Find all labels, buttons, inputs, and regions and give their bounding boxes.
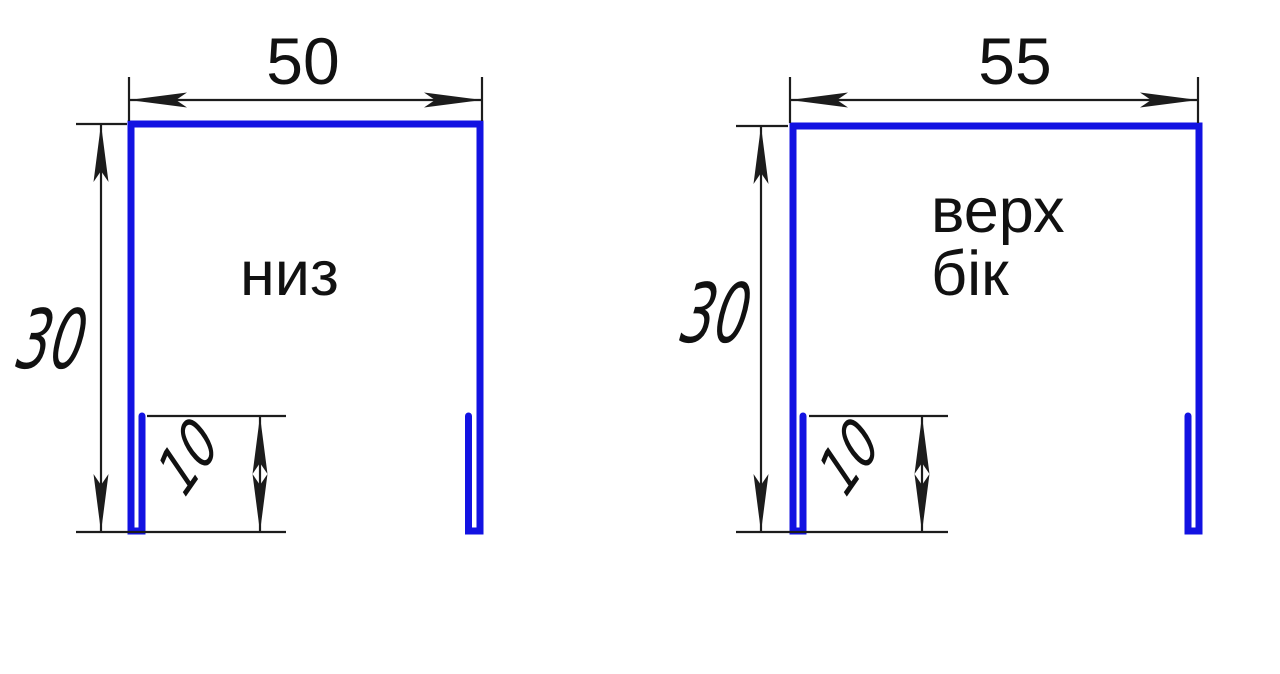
left-width-dimension-text: 50 bbox=[266, 24, 339, 98]
arrow-up-icon bbox=[93, 124, 109, 182]
left-lip-dimension-text: 10 bbox=[147, 405, 232, 510]
right-height-dimension-text: 30 bbox=[675, 268, 757, 362]
arrow-up-icon bbox=[914, 416, 930, 474]
right-lip-dimension: 10 bbox=[808, 405, 948, 532]
arrow-up-icon bbox=[753, 126, 769, 184]
right-drawing: 55 30 10 верх бік bbox=[675, 24, 1203, 535]
arrow-right-icon bbox=[424, 92, 482, 108]
left-height-dimension-text: 30 bbox=[11, 294, 93, 388]
right-width-dimension: 55 bbox=[788, 24, 1200, 123]
left-part-label: низ bbox=[240, 239, 339, 309]
right-height-dimension: 30 bbox=[675, 124, 948, 534]
arrow-down-icon bbox=[252, 474, 268, 532]
arrow-down-icon bbox=[914, 474, 930, 532]
arrow-left-icon bbox=[790, 92, 848, 108]
arrow-up-icon bbox=[252, 416, 268, 474]
arrow-left-icon bbox=[129, 92, 187, 108]
arrow-down-icon bbox=[753, 474, 769, 532]
arrow-down-icon bbox=[93, 474, 109, 532]
arrow-right-icon bbox=[1140, 92, 1198, 108]
right-part-label-line1: верх bbox=[931, 176, 1065, 246]
left-drawing: 50 30 10 низ bbox=[11, 24, 484, 535]
right-part-label-line2: бік bbox=[931, 239, 1009, 309]
left-lip-dimension: 10 bbox=[147, 405, 286, 532]
right-lip-dimension-text: 10 bbox=[808, 405, 893, 510]
right-width-dimension-text: 55 bbox=[978, 24, 1051, 98]
left-width-dimension: 50 bbox=[127, 24, 484, 121]
left-height-dimension: 30 bbox=[11, 122, 286, 534]
